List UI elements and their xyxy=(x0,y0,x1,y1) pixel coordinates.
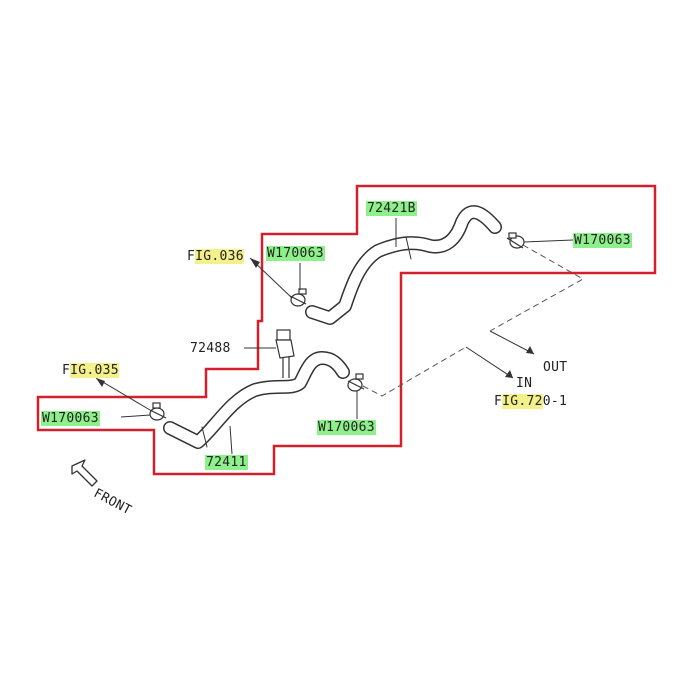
leader-lines xyxy=(95,218,574,455)
part-label-72411: 72411 xyxy=(205,455,248,470)
out-text: OUT xyxy=(543,360,568,375)
fig-prefix: F xyxy=(494,394,503,409)
fig-suffix: 0-1 xyxy=(542,394,568,409)
hose-72411 xyxy=(163,351,350,449)
clamp-label-upper-left: W170063 xyxy=(266,246,325,261)
part-number: W170063 xyxy=(317,420,376,435)
part-label-72488: 72488 xyxy=(190,341,231,356)
in-label: IN xyxy=(516,376,532,391)
arrowheads xyxy=(96,258,534,387)
figure-ref-720-1: FIG.720-1 xyxy=(494,394,567,409)
clamp-label-upper-right: W170063 xyxy=(573,233,632,248)
connector-72488-icon xyxy=(275,329,295,378)
clamp-upper-right-icon xyxy=(506,232,525,249)
figure-ref-035: FIG.035 xyxy=(62,363,119,378)
part-number: W170063 xyxy=(573,233,632,248)
front-arrow-icon xyxy=(71,459,98,487)
part-label-72421b: 72421B xyxy=(366,201,417,216)
in-text: IN xyxy=(516,376,533,391)
clamp-label-lower-right: W170063 xyxy=(317,420,376,435)
part-number: W170063 xyxy=(41,411,100,426)
clamp-upper-left-icon xyxy=(289,288,307,307)
clamp-lower-left-icon xyxy=(149,402,167,421)
part-number: 72411 xyxy=(205,455,248,470)
part-number: 72421B xyxy=(366,201,417,216)
clamp-lower-right-icon xyxy=(347,373,365,392)
out-label: OUT xyxy=(543,360,567,375)
figure-ref-036: FIG.036 xyxy=(187,249,244,264)
part-number: 72488 xyxy=(190,341,231,356)
clamp-label-lower-left: W170063 xyxy=(41,411,100,426)
fig-prefix: F xyxy=(62,363,71,378)
highlight-region-outline xyxy=(36,184,657,476)
fig-number: IG.036 xyxy=(195,249,244,264)
dashed-routing-lines xyxy=(362,244,585,397)
hose-72421b xyxy=(305,205,502,325)
fig-number: IG.035 xyxy=(70,363,119,378)
part-number: W170063 xyxy=(266,246,325,261)
fig-prefix: F xyxy=(187,249,196,264)
fig-number: IG.72 xyxy=(502,394,543,409)
